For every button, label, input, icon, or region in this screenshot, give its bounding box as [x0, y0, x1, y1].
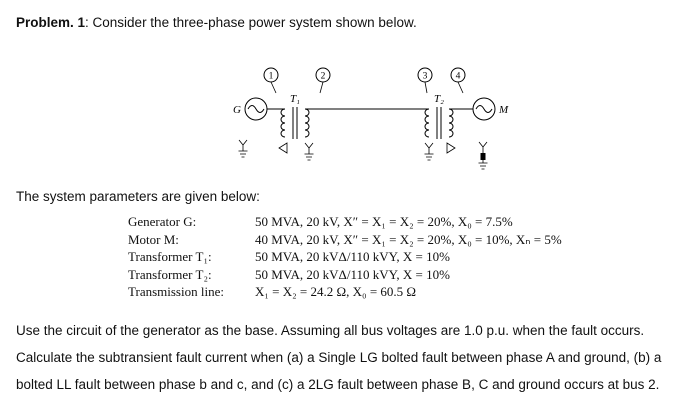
motor-wye-reactor-ground-icon	[478, 141, 488, 170]
param-value: 50 MVA, 20 kVΔ/110 kVY, X = 10%	[255, 266, 450, 282]
parameter-row: Transformer T₂: 50 MVA, 20 kVΔ/110 kVY, …	[128, 266, 675, 284]
parameter-row: Motor M: 40 MVA, 20 kV, X″ = X₁ = X₂ = 2…	[128, 231, 675, 249]
bus-3-marker: 3	[417, 67, 433, 94]
problem-document: Problem. 1: Consider the three-phase pow…	[16, 14, 675, 398]
bus-2-label: 2	[321, 72, 326, 82]
motor-icon	[472, 97, 496, 121]
param-label: Transformer T₂:	[128, 266, 212, 282]
generator-label: G	[233, 104, 241, 116]
parameters-intro: The system parameters are given below:	[16, 189, 260, 204]
bus-1-marker: 1	[263, 67, 279, 94]
statement-line: Calculate the subtransient fault current…	[16, 349, 662, 365]
parameters-table: Generator G: 50 MVA, 20 kV, X″ = X₁ = X₂…	[128, 213, 675, 301]
problem-statement: Use the circuit of the generator as the …	[16, 317, 675, 398]
param-label: Motor M:	[128, 231, 179, 247]
sine-wave-icon	[475, 105, 493, 113]
problem-number: Problem. 1	[16, 15, 86, 30]
parameter-row: Transmission line: X₁ = X₂ = 24.2 Ω, X₀ …	[128, 283, 675, 301]
param-label: Generator G:	[128, 214, 197, 229]
generator-icon	[244, 97, 268, 121]
sine-wave-icon	[247, 105, 265, 113]
parameter-row: Generator G: 50 MVA, 20 kV, X″ = X₁ = X₂…	[128, 213, 675, 231]
t1-wye-ground-icon	[304, 142, 314, 161]
bus-4-leader	[457, 81, 464, 94]
power-system-diagram: 1 2 3 4 G	[221, 61, 521, 173]
problem-title: Problem. 1: Consider the three-phase pow…	[16, 14, 675, 31]
statement-line: bolted LL fault between phase b and c, a…	[16, 376, 660, 392]
motor-label: M	[498, 104, 509, 116]
param-label: Transmission line:	[128, 284, 224, 299]
param-value: 50 MVA, 20 kV, X″ = X₁ = X₂ = 20%, X₀ = …	[255, 214, 513, 229]
bus-3-label: 3	[423, 72, 428, 82]
bus-4-label: 4	[456, 72, 461, 82]
transformer-t1-icon	[280, 107, 310, 139]
bus-4-marker: 4	[450, 67, 466, 94]
param-value: 50 MVA, 20 kVΔ/110 kVY, X = 10%	[255, 249, 450, 264]
problem-title-text: : Consider the three-phase power system …	[85, 15, 417, 30]
bus-3-leader	[424, 81, 428, 94]
parameter-row: Transformer T₁: 50 MVA, 20 kVΔ/110 kVY, …	[128, 248, 675, 266]
transformer-t2-label: T₂	[434, 93, 444, 105]
transformer-t1-label: T₁	[290, 93, 300, 105]
param-value: X₁ = X₂ = 24.2 Ω, X₀ = 60.5 Ω	[255, 284, 417, 299]
t1-delta-icon	[278, 142, 288, 154]
bus-1-leader	[270, 81, 277, 94]
param-label: Transformer T₁:	[128, 249, 212, 264]
statement-line: Use the circuit of the generator as the …	[16, 322, 645, 338]
bus-2-leader	[319, 81, 324, 94]
transformer-t2-icon	[424, 107, 454, 139]
bus-2-marker: 2	[315, 67, 331, 94]
one-line-diagram: 1 2 3 4 G	[233, 67, 509, 170]
param-value: 40 MVA, 20 kV, X″ = X₁ = X₂ = 20%, X₀ = …	[255, 231, 562, 247]
generator-wye-ground-icon	[238, 139, 248, 158]
t2-wye-ground-icon	[424, 142, 434, 161]
t2-delta-icon	[446, 142, 456, 154]
bus-1-label: 1	[269, 72, 274, 82]
